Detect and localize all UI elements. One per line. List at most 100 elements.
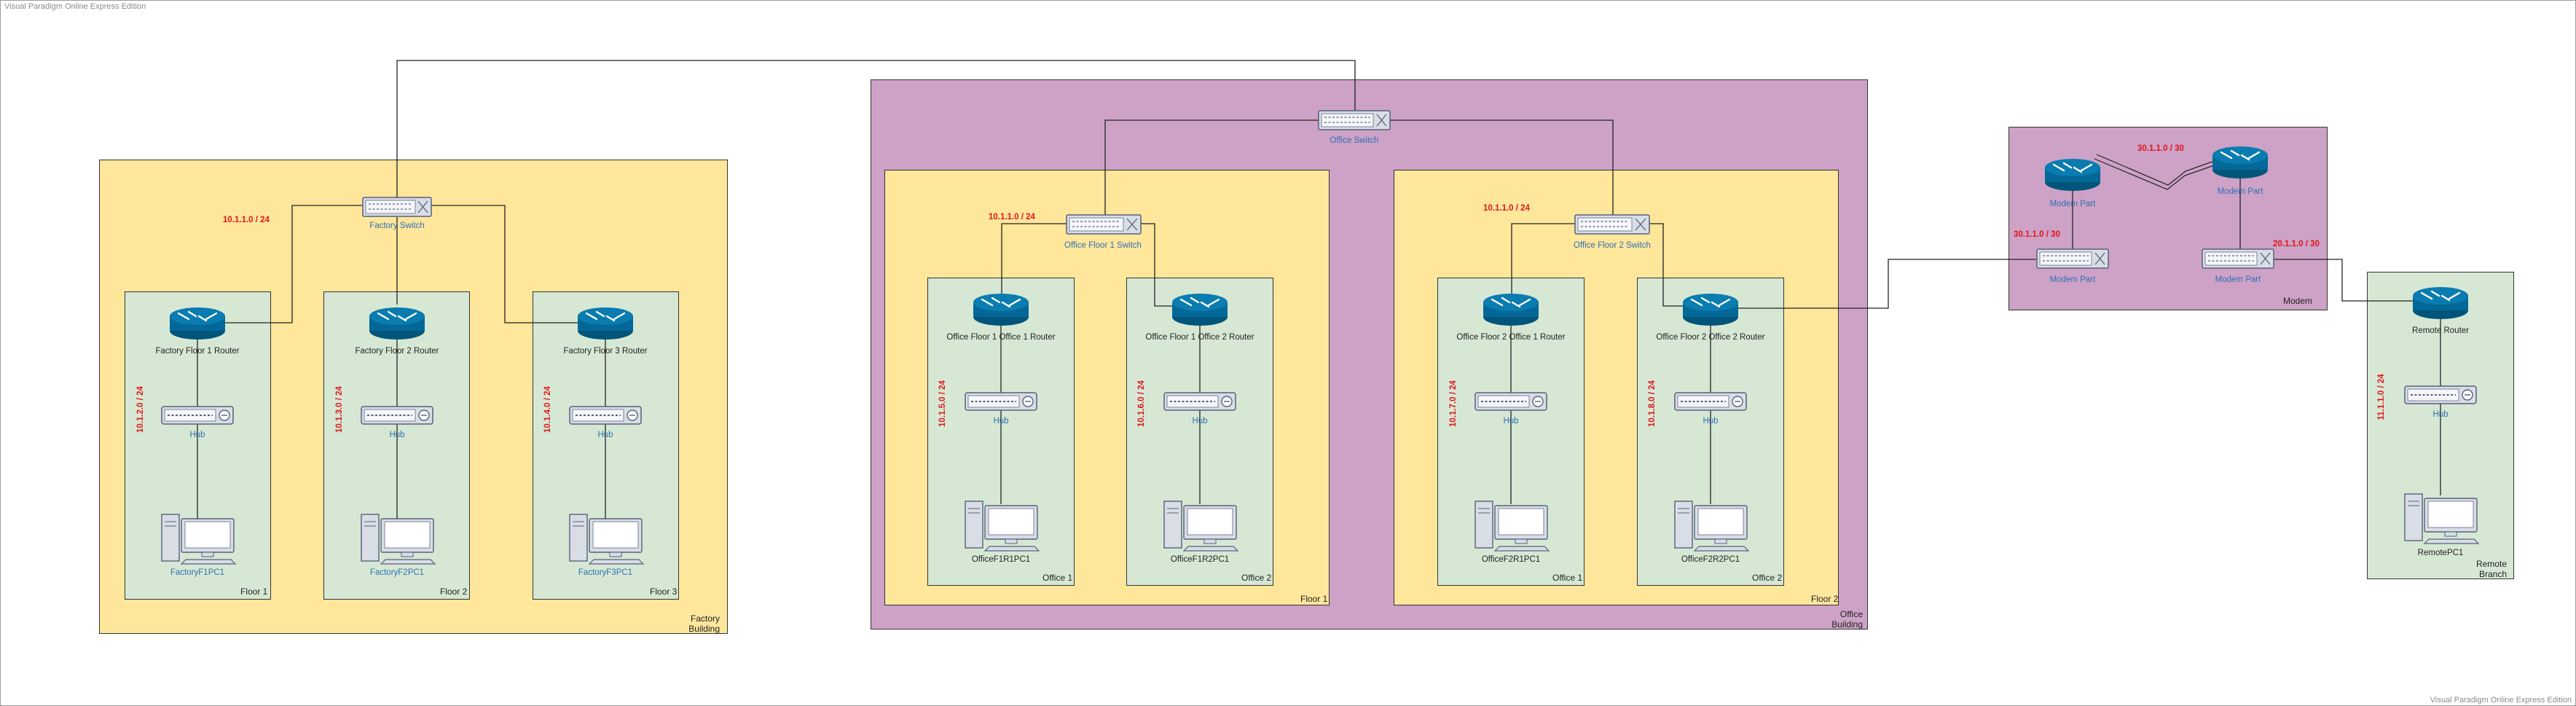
factory-floor-3-label: Floor 3: [650, 587, 678, 597]
office-floor-1-subnet: 10.1.1.0 / 24: [989, 213, 1035, 221]
factory-switch[interactable]: [362, 197, 432, 222]
remote-hub-label: Hub: [2432, 410, 2449, 419]
factory-floor-1-hub[interactable]: [161, 406, 234, 430]
link-office-f1-switch-r1: [1001, 223, 1086, 295]
office-f2-office-1-router[interactable]: [1482, 291, 1540, 331]
office-f1-office-2-router-label: Office Floor 1 Office 2 Router: [1145, 333, 1254, 342]
office-f1-office-2-label: Office 2: [1241, 573, 1272, 583]
factory-floor-1-router[interactable]: [168, 305, 227, 345]
router-icon: [973, 294, 1029, 326]
factory-subnet-main: 10.1.1.0 / 24: [223, 216, 270, 224]
link-office-switch-f2-switch: [1389, 119, 1614, 216]
remote-pc-label: RemotePC1: [2417, 549, 2464, 557]
factory-floor-3-pc[interactable]: [569, 513, 645, 569]
factory-floor-2-router[interactable]: [368, 305, 426, 345]
pc-icon: [965, 501, 1040, 552]
router-icon: [2045, 159, 2100, 191]
modem-subnet-top: 30.1.1.0 / 30: [2137, 144, 2184, 153]
router-icon: [2212, 146, 2268, 179]
modem-subnet-left: 30.1.1.0 / 30: [2014, 230, 2060, 239]
factory-floor-2-hub[interactable]: [361, 406, 433, 430]
modem-router-right-label: Modem Part: [2217, 187, 2263, 196]
factory-floor-3-router[interactable]: [576, 305, 635, 345]
modem-switch-left-label: Modem Part: [2049, 275, 2096, 284]
office-floor-1-label: Floor 1: [1300, 594, 1328, 604]
office-f1-office-1-hub[interactable]: [965, 392, 1037, 416]
office-f1-office-1-router-label: Office Floor 1 Office 1 Router: [946, 333, 1056, 342]
switch-icon: [2036, 248, 2109, 269]
office-floor-2-switch-label: Office Floor 2 Switch: [1574, 241, 1651, 250]
office-f2-office-1-hub-label: Hub: [1503, 417, 1519, 425]
office-f2-office-2-label: Office 2: [1752, 573, 1783, 583]
remote-subnet: 11.1.1.0 / 24: [2377, 374, 2386, 420]
office-f1-office-1-pc-label: OfficeF1R1PC1: [971, 555, 1031, 564]
link-office-f2-switch-r1: [1511, 223, 1593, 295]
office-f1-office-1-pc[interactable]: [965, 500, 1040, 556]
pc-icon: [161, 514, 237, 565]
office-f2-office-2-router-label: Office Floor 2 Office 2 Router: [1656, 333, 1765, 342]
remote-router-label: Remote Router: [2412, 326, 2469, 335]
office-f1-office-1-hub-label: Hub: [993, 417, 1009, 425]
modem-switch-right-label: Modem Part: [2215, 275, 2261, 284]
factory-floor-1-pc-label: FactoryF1PC1: [170, 568, 225, 577]
office-f1-office-1-router[interactable]: [972, 291, 1030, 331]
office-f1-office-2-pc-label: OfficeF1R2PC1: [1170, 555, 1230, 564]
pc-icon: [361, 514, 436, 565]
pc-icon: [1474, 501, 1550, 552]
router-icon: [369, 307, 425, 340]
office-floor-2-switch[interactable]: [1574, 214, 1650, 240]
office-f2-office-2-pc[interactable]: [1674, 500, 1750, 556]
office-f2-office-2-subnet: 10.1.8.0 / 24: [1648, 380, 1657, 427]
modem-router-right[interactable]: [2211, 144, 2269, 184]
link-factory-switch-f3-router: [431, 205, 589, 323]
office-f1-office-2-hub-label: Hub: [1192, 417, 1208, 425]
remote-hub[interactable]: [2404, 385, 2477, 409]
factory-floor-1-subnet: 10.1.2.0 / 24: [136, 386, 145, 433]
office-f2-office-1-pc[interactable]: [1474, 500, 1550, 556]
link-modem-remote: [2271, 259, 2417, 302]
modem-router-left[interactable]: [2043, 156, 2102, 196]
factory-floor-1-router-label: Factory Floor 1 Router: [155, 347, 240, 356]
pc-icon: [1163, 501, 1239, 552]
switch-icon: [1574, 214, 1650, 235]
remote-router[interactable]: [2411, 284, 2470, 324]
factory-floor-2-pc[interactable]: [361, 513, 436, 569]
factory-floor-1-hub-label: Hub: [189, 431, 205, 439]
office-f1-office-2-pc[interactable]: [1163, 500, 1239, 556]
hub-icon: [965, 392, 1037, 411]
office-floor-1-switch[interactable]: [1066, 214, 1142, 240]
office-f2-office-1-hub[interactable]: [1474, 392, 1547, 416]
link-office-switch-f1-switch: [1104, 119, 1319, 216]
office-switch[interactable]: [1318, 110, 1391, 136]
modem-switch-right[interactable]: [2202, 248, 2274, 274]
factory-floor-3-subnet: 10.1.4.0 / 24: [543, 386, 552, 433]
link-factory-switch-f1-router: [216, 205, 362, 323]
router-icon: [1172, 294, 1228, 326]
router-icon: [1483, 294, 1539, 326]
office-floor-2-subnet: 10.1.1.0 / 24: [1483, 204, 1530, 213]
hub-icon: [1474, 392, 1547, 411]
pc-icon: [2404, 493, 2480, 544]
office-f2-office-2-hub[interactable]: [1674, 392, 1747, 416]
factory-floor-3-router-label: Factory Floor 3 Router: [563, 347, 648, 356]
office-f1-office-2-hub[interactable]: [1163, 392, 1236, 416]
factory-floor-3-pc-label: FactoryF3PC1: [578, 568, 633, 577]
switch-icon: [362, 197, 432, 217]
remote-pc[interactable]: [2404, 493, 2480, 549]
pc-icon: [569, 514, 645, 565]
hub-icon: [1674, 392, 1747, 411]
watermark-bottom: Visual Paradigm Online Express Edition: [2430, 696, 2572, 705]
office-f2-office-2-router[interactable]: [1681, 291, 1740, 331]
modem-zone[interactable]: [2008, 127, 2328, 310]
factory-floor-1-pc[interactable]: [161, 513, 237, 569]
office-f2-office-2-hub-label: Hub: [1703, 417, 1719, 425]
router-icon: [2413, 287, 2468, 319]
modem-switch-left[interactable]: [2036, 248, 2109, 274]
office-f1-office-2-router[interactable]: [1171, 291, 1229, 331]
factory-floor-3-hub[interactable]: [569, 406, 642, 430]
office-f2-office-1-subnet: 10.1.7.0 / 24: [1449, 380, 1458, 427]
modem-label: Modem: [2283, 296, 2313, 306]
hub-icon: [361, 406, 433, 425]
